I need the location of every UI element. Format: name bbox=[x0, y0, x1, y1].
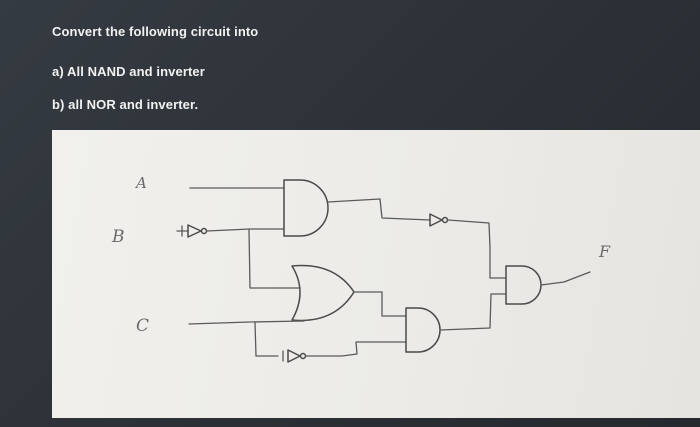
wire-or-out bbox=[353, 291, 407, 317]
question-title: Convert the following circuit into bbox=[52, 24, 259, 39]
circuit-diagram: A B C F bbox=[111, 174, 611, 363]
wire-not-out bbox=[447, 219, 491, 249]
wire-c-not bbox=[305, 341, 407, 357]
wire-output-f bbox=[540, 271, 591, 286]
wire-and1-out bbox=[327, 198, 431, 221]
wire-and2-out bbox=[439, 293, 507, 331]
input-b-label: B bbox=[111, 227, 125, 247]
wire-c bbox=[188, 320, 305, 325]
inverter-mid-bubble bbox=[441, 216, 449, 224]
inverter-b-bubble bbox=[200, 227, 208, 235]
question-part-a: a) All NAND and inverter bbox=[52, 64, 205, 79]
inverter-c-gate bbox=[287, 349, 301, 363]
and-gate-final bbox=[505, 265, 542, 305]
handwritten-circuit-paper: A B C F bbox=[52, 130, 700, 418]
output-f-label: F bbox=[598, 242, 611, 261]
wire-b-not bbox=[206, 228, 285, 232]
inverter-c-bubble bbox=[299, 352, 307, 360]
input-c-label: C bbox=[136, 316, 149, 336]
and-gate-1 bbox=[283, 179, 329, 237]
wire-c-branch bbox=[254, 321, 279, 357]
question-part-b: b) all NOR and inverter. bbox=[52, 97, 199, 112]
or-gate bbox=[291, 264, 355, 322]
wire-b-branch bbox=[248, 229, 301, 289]
inverter-mid-gate bbox=[429, 213, 443, 227]
inverter-b-gate bbox=[187, 224, 202, 238]
wire-not-to-final bbox=[489, 247, 507, 279]
input-a-label: A bbox=[134, 174, 147, 192]
and-gate-2 bbox=[405, 307, 441, 353]
